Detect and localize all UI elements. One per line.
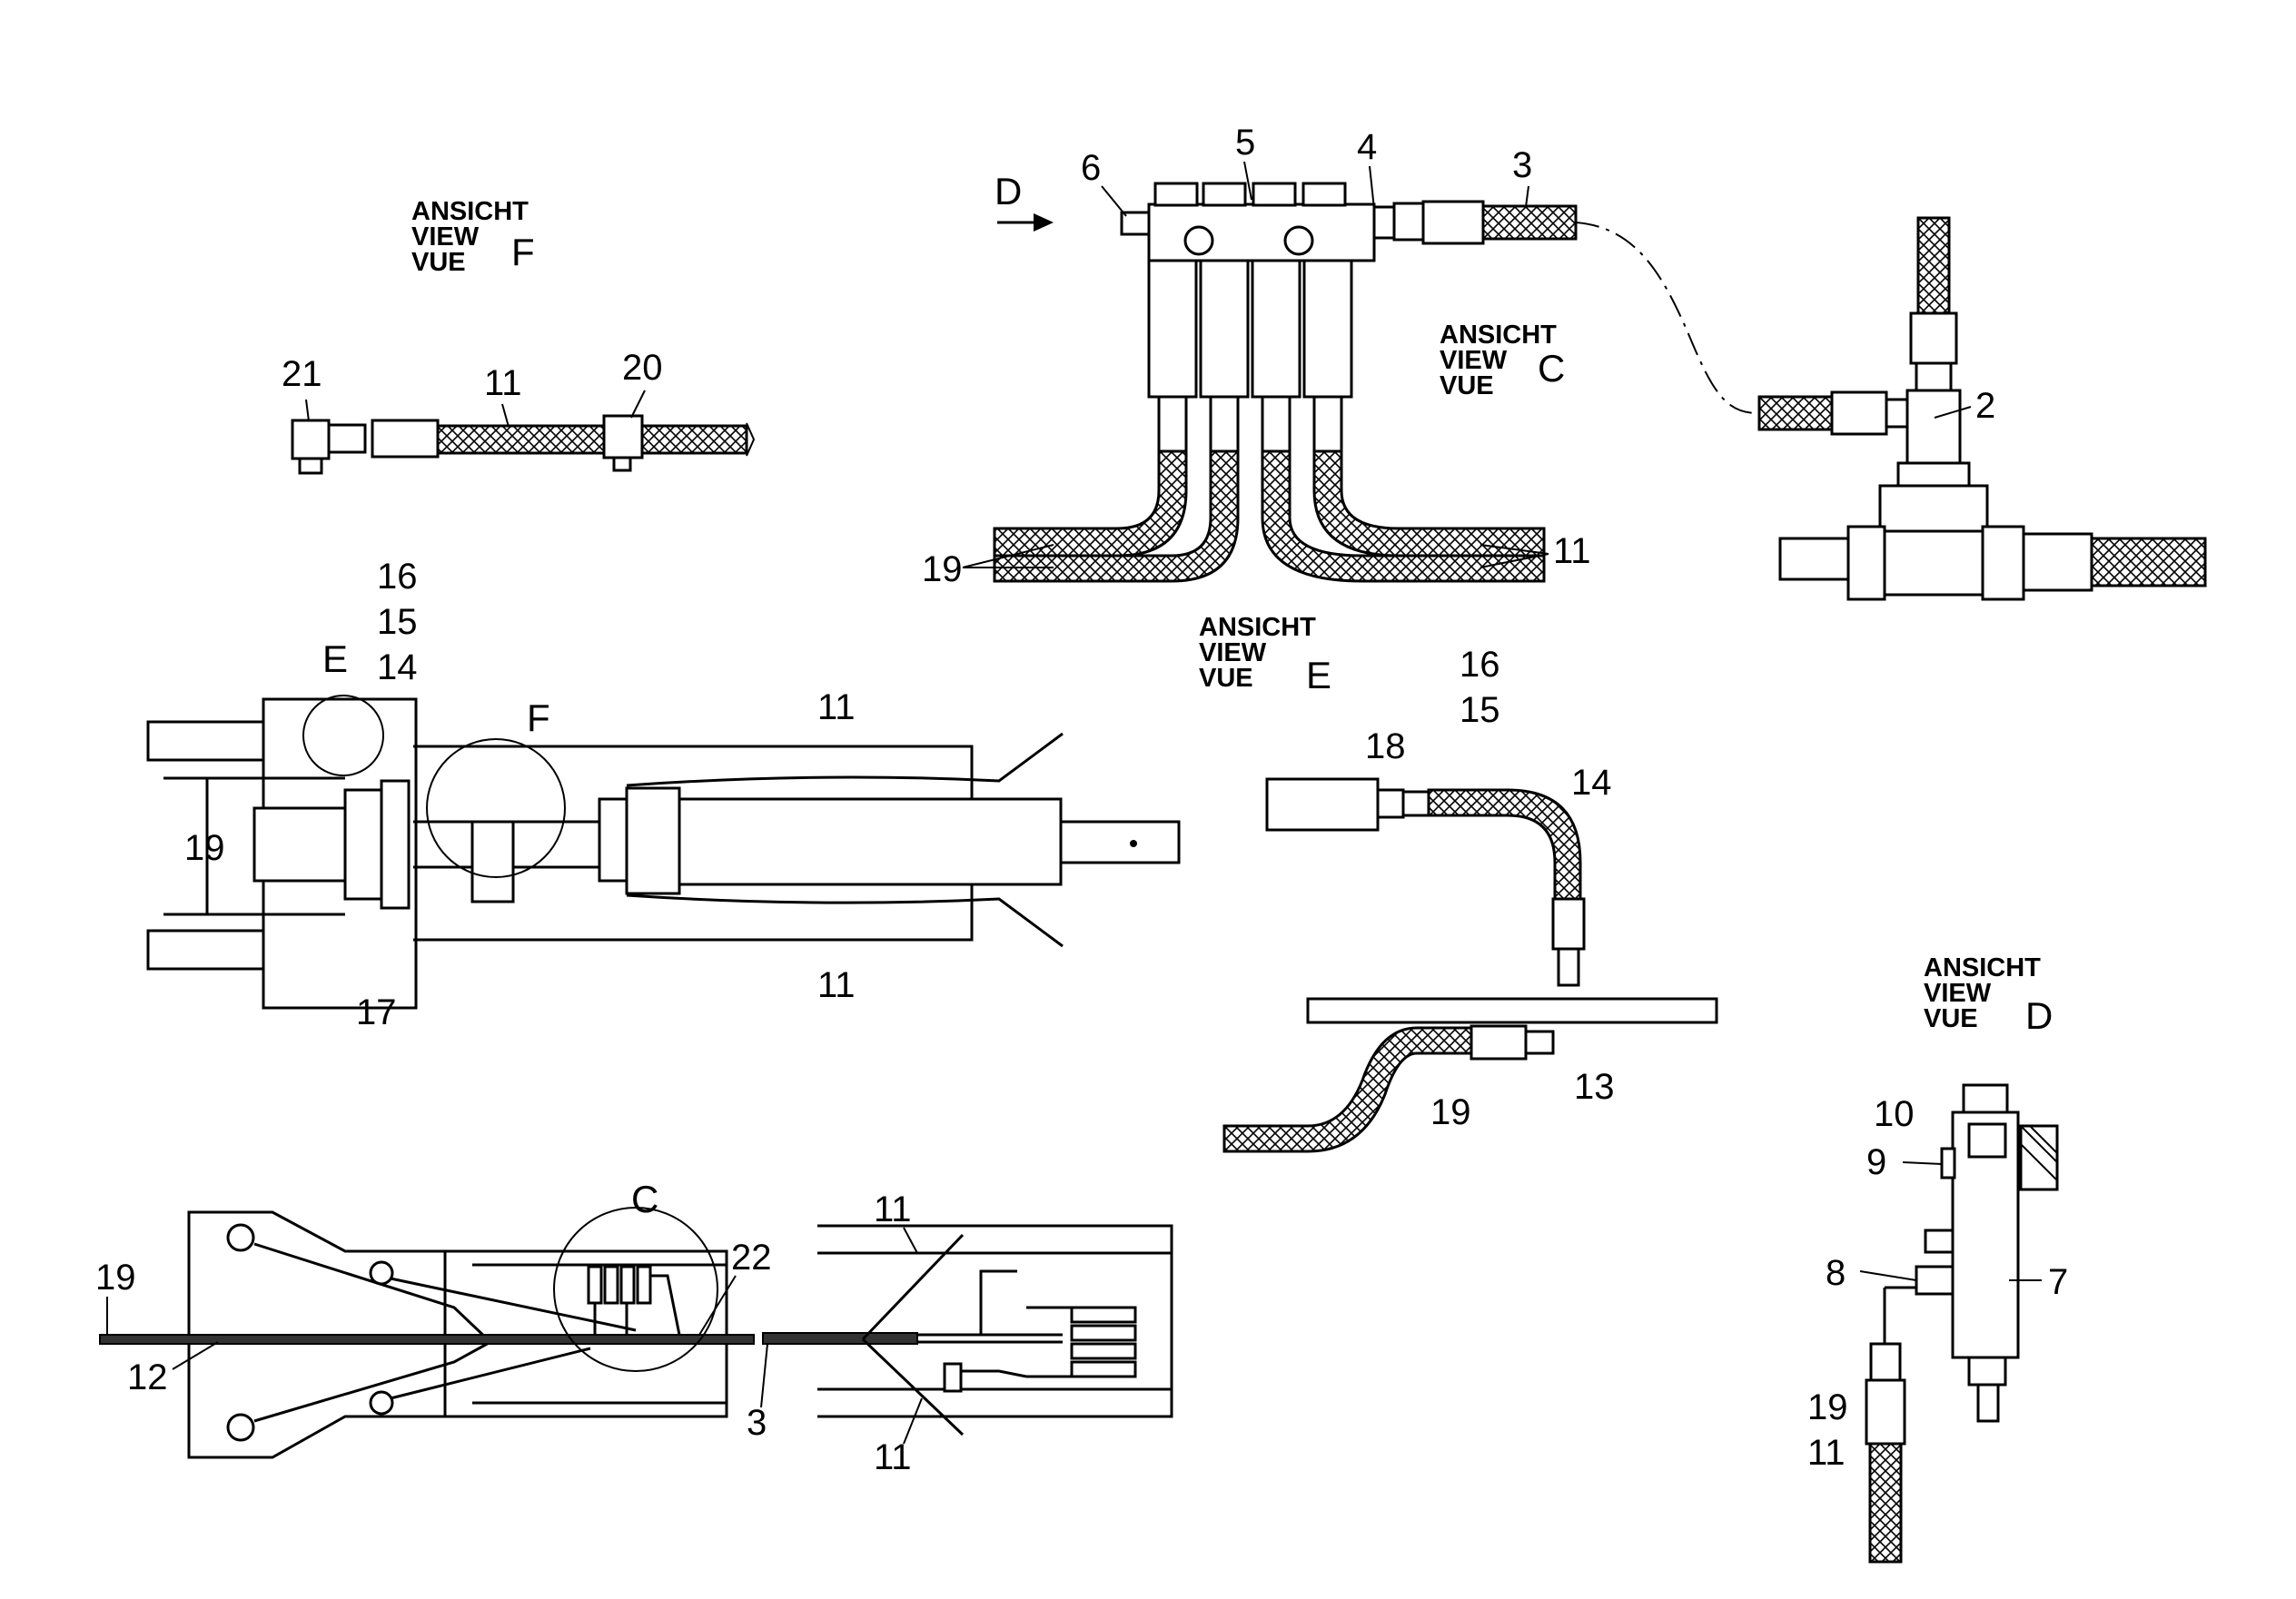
label-4: 4 xyxy=(1357,127,1377,167)
metering-valves xyxy=(1147,259,1353,453)
label-11-b-top: 11 xyxy=(874,1189,912,1229)
label-11-top: 11 xyxy=(817,687,856,727)
view-f-heading-line1: ANSICHT xyxy=(411,197,529,226)
label-16-e: 16 xyxy=(1460,645,1500,685)
detail-circle-c xyxy=(553,1207,718,1372)
distributor-block-5 xyxy=(1147,202,1376,262)
label-18: 18 xyxy=(1365,726,1406,766)
label-12: 12 xyxy=(127,1357,168,1397)
view-f-hose-11 xyxy=(436,424,748,455)
hose-19 xyxy=(1222,1026,1473,1153)
part-8 xyxy=(1915,1265,1955,1296)
label-11: 11 xyxy=(484,363,522,403)
view-d-letter: D xyxy=(2025,994,2053,1037)
label-19-b: 19 xyxy=(95,1258,136,1298)
label-3: 3 xyxy=(1512,145,1532,185)
label-22: 22 xyxy=(731,1238,772,1278)
label-8: 8 xyxy=(1826,1253,1846,1293)
label-detail-f: F xyxy=(527,696,550,739)
view-c-heading-line3: VUE xyxy=(1440,371,1494,400)
hose-14 xyxy=(1427,788,1582,901)
view-e: ANSICHT VIEW VUE E 16 15 18 14 13 19 xyxy=(1199,613,1718,1153)
bottom-assembly: C 19 12 22 3 11 11 xyxy=(95,1178,1173,1477)
view-f-heading-line3: VUE xyxy=(411,248,466,277)
detail-circle-e xyxy=(302,695,384,776)
detail-circle-f xyxy=(426,738,566,878)
view-f-hose-assembly xyxy=(291,414,756,475)
label-14-e: 14 xyxy=(1571,763,1612,803)
hose-11-lines xyxy=(626,732,1064,948)
arm-left xyxy=(187,1210,728,1459)
view-c-heading-line2: VIEW xyxy=(1440,346,1508,375)
view-f-clamp-20 xyxy=(602,414,644,459)
arm-right xyxy=(817,1224,1173,1418)
arrow-d-label: D xyxy=(995,170,1022,212)
plate xyxy=(1306,997,1718,1024)
label-11-d: 11 xyxy=(1807,1433,1846,1473)
label-20: 20 xyxy=(622,348,663,388)
label-21: 21 xyxy=(282,354,322,394)
hose-12-19 xyxy=(99,1334,755,1345)
view-c: D xyxy=(922,123,2207,601)
view-f: ANSICHT VIEW VUE F 21 11 20 xyxy=(282,197,756,475)
hydraulic-cylinder xyxy=(678,797,1063,886)
label-5: 5 xyxy=(1235,123,1255,163)
label-19: 19 xyxy=(922,549,963,589)
hoses-19-11 xyxy=(993,449,1546,583)
label-11: 11 xyxy=(1553,531,1591,571)
view-e-heading-line2: VIEW xyxy=(1199,638,1267,667)
fitting-18 xyxy=(1376,788,1405,819)
label-15: 15 xyxy=(377,602,418,642)
view-arrow-d xyxy=(1034,213,1054,232)
part-9 xyxy=(1940,1147,1956,1180)
view-f-fitting-21 xyxy=(291,419,331,460)
view-d-heading-line2: VIEW xyxy=(1924,979,1992,1008)
label-6: 6 xyxy=(1081,148,1101,188)
distributor-caps xyxy=(1153,182,1347,207)
label-detail-c: C xyxy=(631,1178,658,1220)
label-detail-e: E xyxy=(322,637,348,680)
view-c-heading-line1: ANSICHT xyxy=(1440,321,1557,350)
label-10: 10 xyxy=(1874,1094,1915,1134)
view-c-letter: C xyxy=(1538,347,1565,390)
main-side-view: 16 15 14 E F 11 19 11 17 xyxy=(146,557,1181,1032)
label-2: 2 xyxy=(1975,386,1995,426)
tee-junction-2 xyxy=(1757,216,2207,601)
label-17: 17 xyxy=(356,992,397,1032)
view-d-heading-line1: ANSICHT xyxy=(1924,953,2041,982)
label-19-e: 19 xyxy=(1430,1092,1471,1132)
view-e-heading-line3: VUE xyxy=(1199,664,1253,693)
label-11-bottom: 11 xyxy=(817,965,856,1005)
view-d: ANSICHT VIEW VUE D 10 9 8 7 19 11 xyxy=(1807,953,2068,1564)
label-9: 9 xyxy=(1866,1142,1886,1182)
label-3-b: 3 xyxy=(747,1403,767,1443)
view-e-letter: E xyxy=(1306,654,1331,696)
label-19-d: 19 xyxy=(1807,1387,1848,1427)
label-7: 7 xyxy=(2048,1262,2068,1302)
hose-continuation xyxy=(1575,222,1758,414)
label-11-b-bottom: 11 xyxy=(874,1437,912,1477)
view-f-heading-line2: VIEW xyxy=(411,222,480,252)
label-19-main: 19 xyxy=(184,828,225,868)
fitting-4 xyxy=(1372,205,1396,240)
label-13: 13 xyxy=(1574,1067,1615,1107)
view-d-heading-line3: VUE xyxy=(1924,1004,1978,1033)
valve-body-7 xyxy=(1951,1110,2020,1359)
label-16: 16 xyxy=(377,557,418,597)
hose-19-11-d xyxy=(1868,1442,1903,1564)
label-14: 14 xyxy=(377,647,418,687)
view-f-letter: F xyxy=(511,231,535,273)
view-e-heading-line1: ANSICHT xyxy=(1199,613,1316,642)
label-15-e: 15 xyxy=(1460,690,1500,730)
hose-3 xyxy=(1481,204,1578,241)
